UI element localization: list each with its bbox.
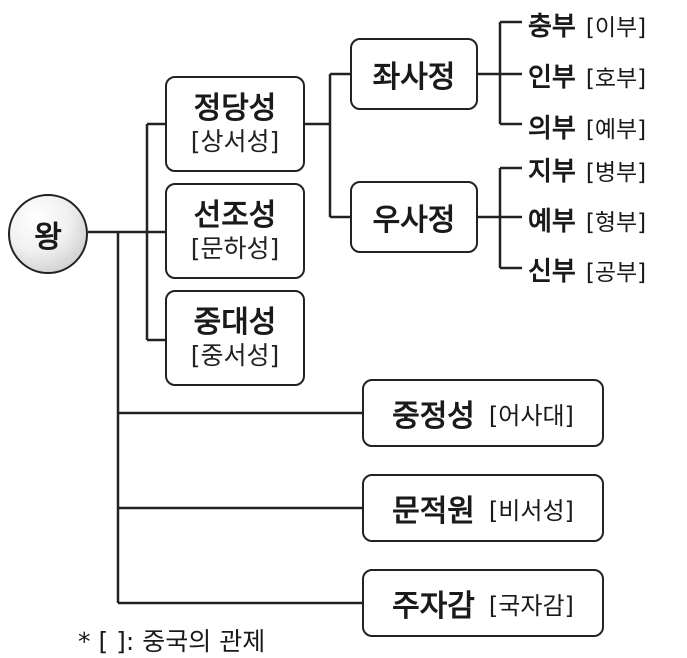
secretariat-name: 정당성 [193, 91, 277, 126]
secretariat-chinese: [문하성] [190, 234, 280, 263]
secretariat-name: 중대성 [193, 305, 277, 340]
department-name: 의부 [528, 114, 576, 144]
department-chinese: [호부] [585, 66, 647, 92]
department-in: 인부 [호부] [528, 57, 646, 94]
department-chinese: [형부] [585, 210, 647, 236]
secretariat-jungdae: 중대성 [중서성] [165, 290, 305, 386]
department-name: 지부 [528, 157, 576, 187]
office-chinese: [국자감] [488, 591, 574, 620]
office-name: 주자감 [392, 589, 475, 624]
office-munjeok: 문적원 [비서성] [362, 474, 604, 542]
secretariat-chinese: [중서성] [190, 341, 280, 370]
department-name: 신부 [528, 257, 576, 287]
department-chinese: [이부] [585, 15, 647, 41]
department-chinese: [예부] [585, 117, 647, 143]
department-ui: 의부 [예부] [528, 108, 646, 145]
department-chinese: [공부] [585, 260, 647, 286]
department-chinese: [병부] [585, 160, 647, 186]
department-name: 예부 [528, 207, 576, 237]
department-ji: 지부 [병부] [528, 151, 646, 188]
minister-name: 좌사정 [372, 60, 456, 95]
king-label: 왕 [34, 220, 62, 255]
secretariat-jeongdang: 정당성 [상서성] [165, 76, 305, 172]
office-chinese: [어사대] [488, 401, 574, 430]
minister-name: 우사정 [372, 203, 456, 238]
department-ye: 예부 [형부] [528, 201, 646, 238]
office-name: 문적원 [392, 494, 475, 529]
department-name: 인부 [528, 63, 576, 93]
secretariat-chinese: [상서성] [190, 127, 280, 156]
office-chinese: [비서성] [488, 496, 574, 525]
secretariat-name: 선조성 [193, 198, 277, 233]
department-name: 충부 [528, 12, 576, 42]
office-juja: 주자감 [국자감] [362, 569, 604, 637]
secretariat-seonjo: 선조성 [문하성] [165, 183, 305, 279]
office-jungjeong: 중정성 [어사대] [362, 379, 604, 447]
king-node: 왕 [8, 194, 88, 274]
office-name: 중정성 [392, 399, 475, 434]
minister-jwasajeong: 좌사정 [350, 38, 478, 110]
department-sin: 신부 [공부] [528, 251, 646, 288]
footnote: * [ ]: 중국의 관제 [78, 627, 266, 656]
minister-usajeong: 우사정 [350, 181, 478, 253]
department-chung: 충부 [이부] [528, 6, 646, 43]
